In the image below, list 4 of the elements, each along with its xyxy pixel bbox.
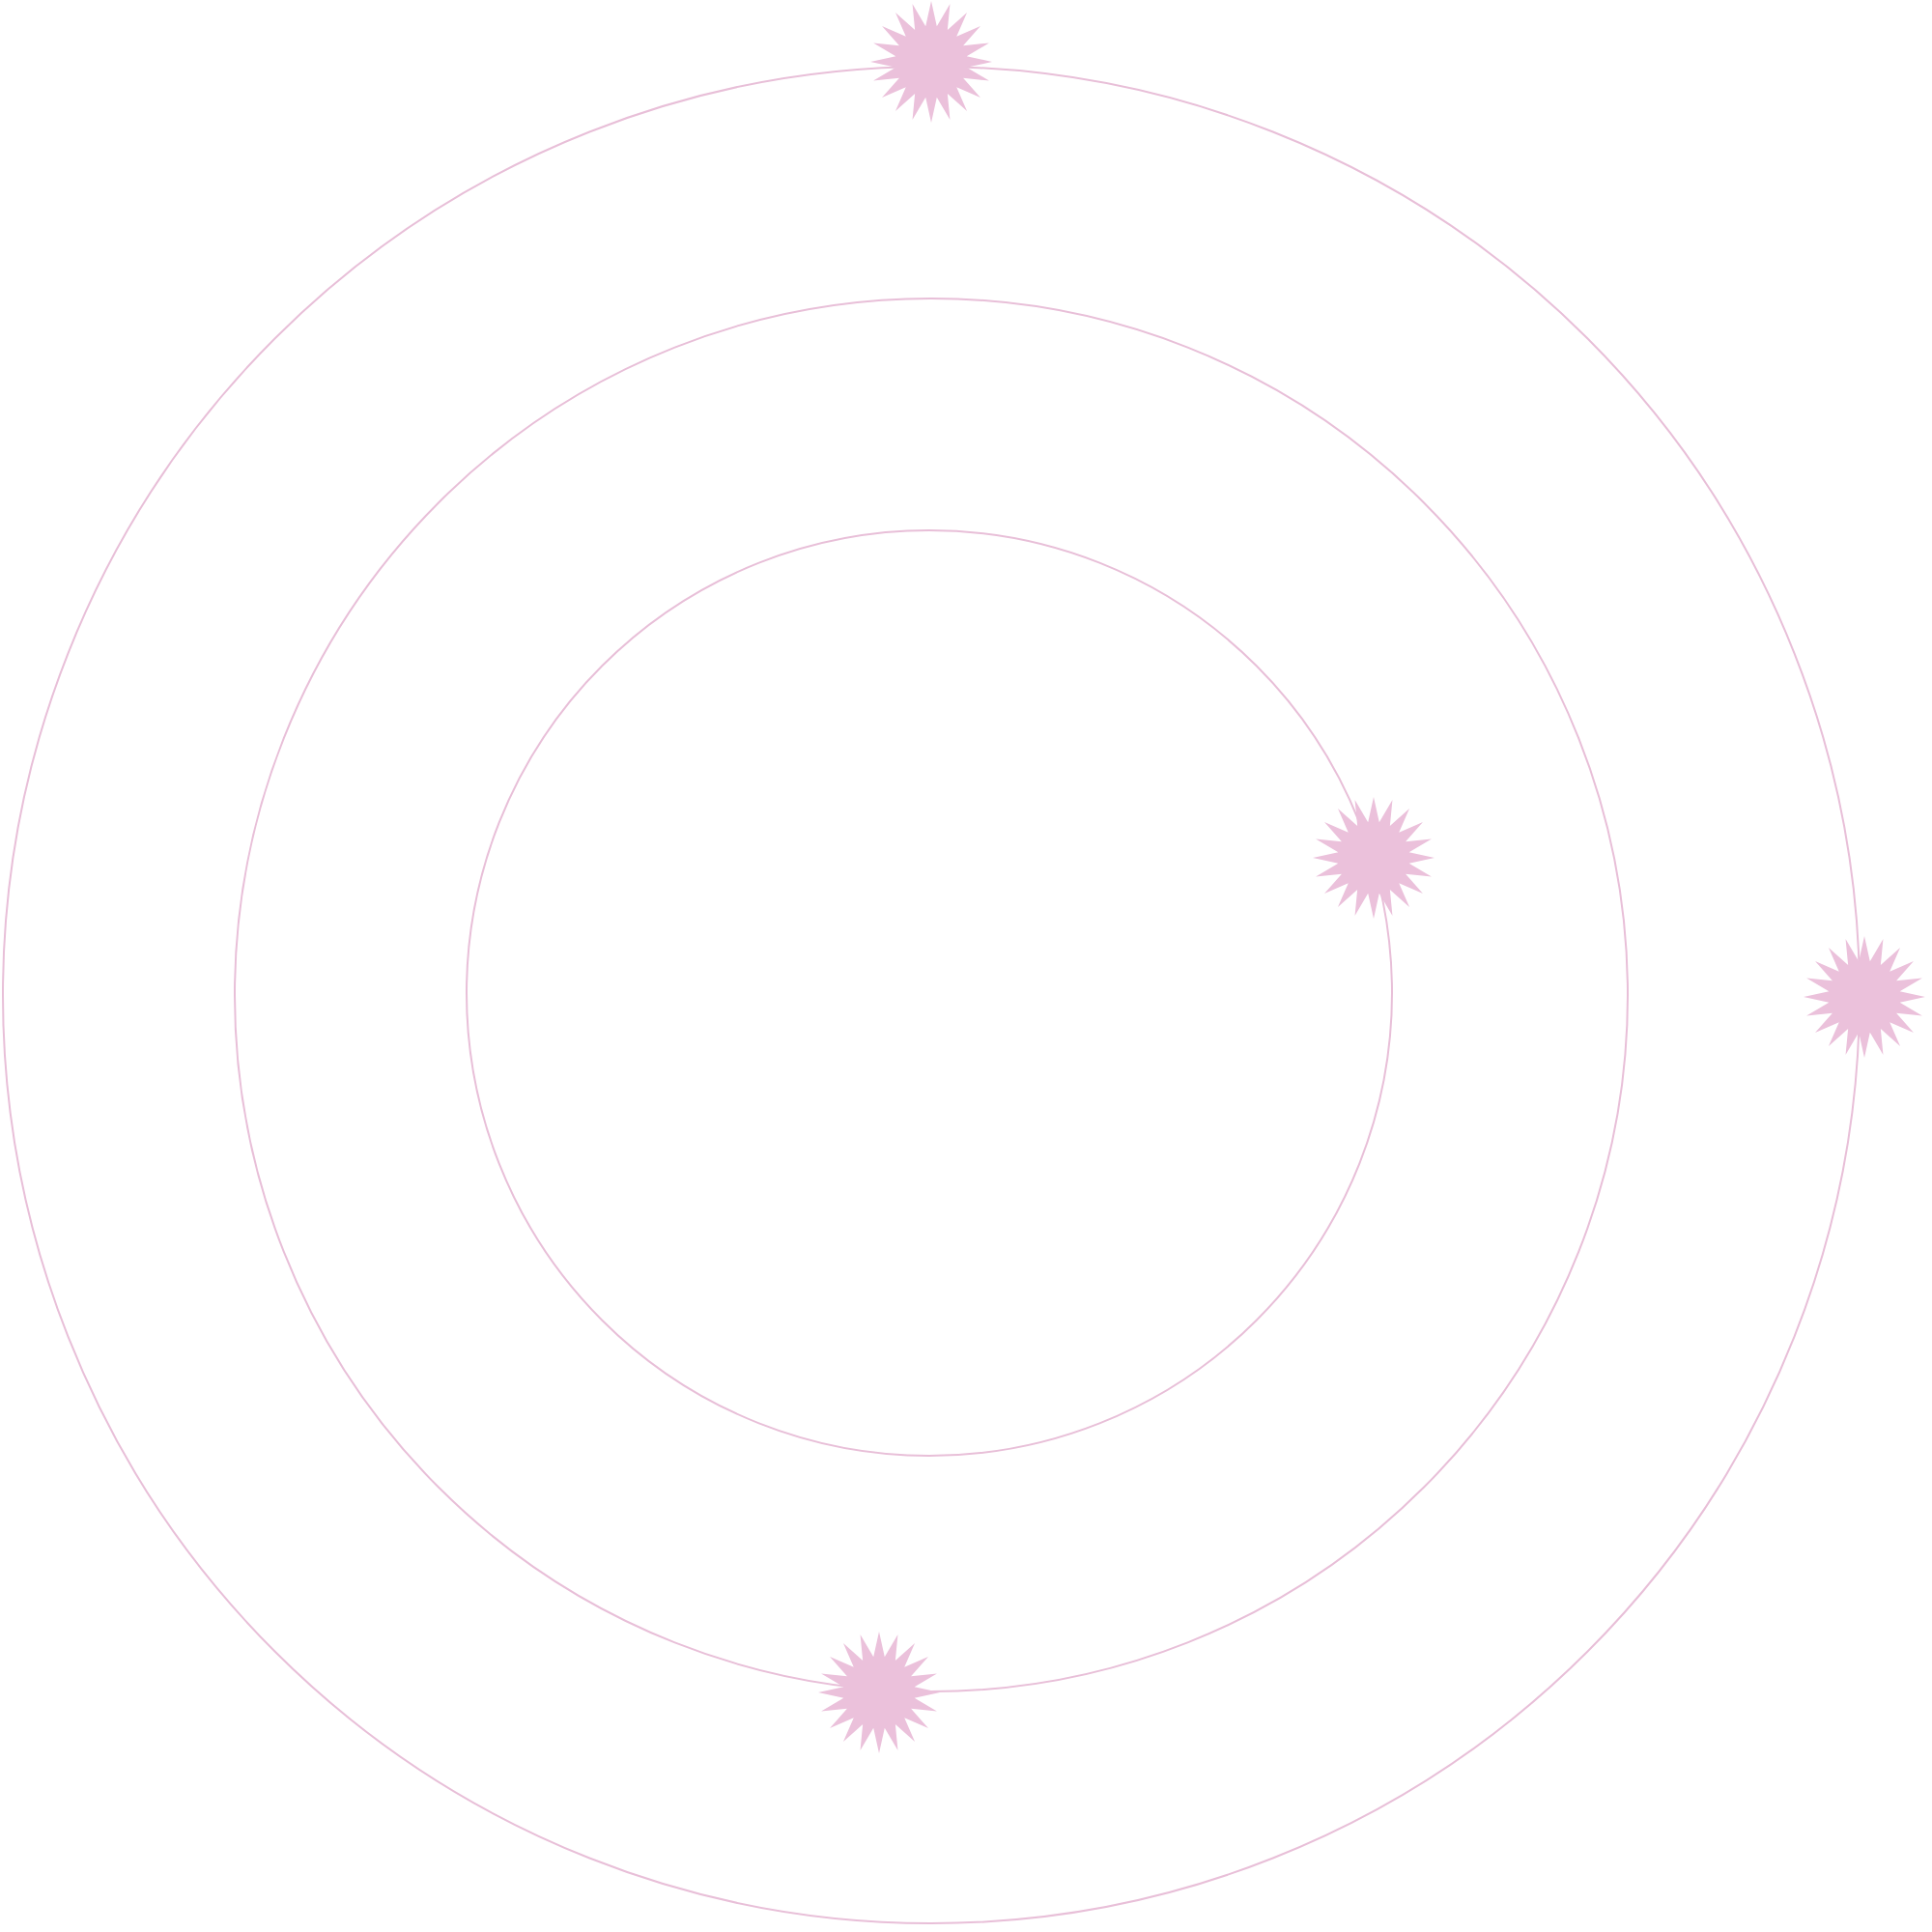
starburst-icon	[869, 0, 993, 124]
starburst-icon	[1312, 796, 1435, 920]
starburst-icon	[1803, 935, 1926, 1059]
starburst-icon	[816, 1630, 940, 1753]
